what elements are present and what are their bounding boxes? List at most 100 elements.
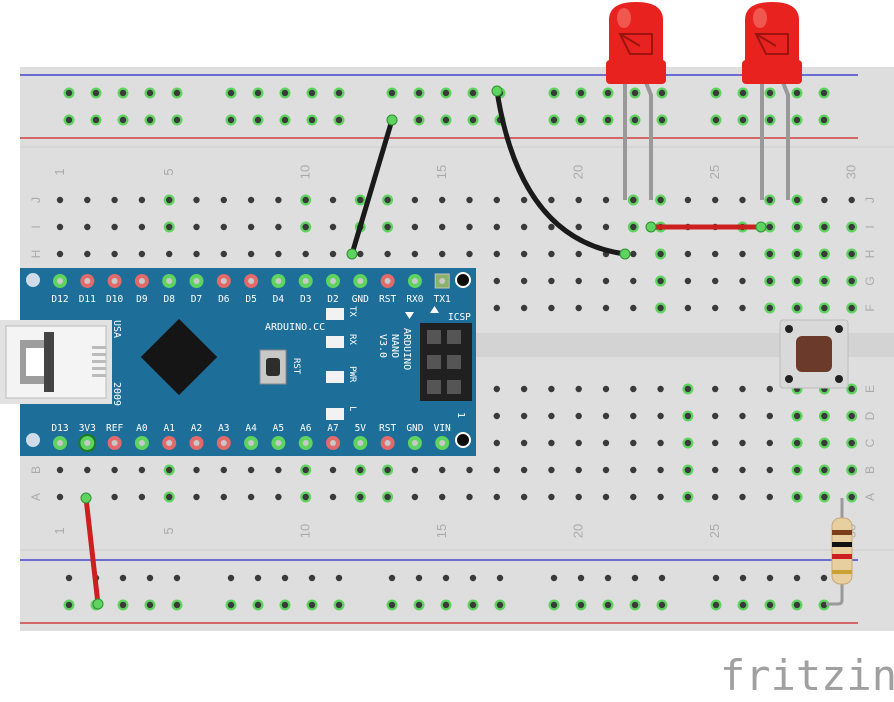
- breadboard-hole: [520, 439, 528, 447]
- breadboard-hole: [247, 493, 255, 501]
- breadboard-hole: [848, 466, 855, 474]
- breadboard-hole: [493, 277, 500, 285]
- rail-hole: [793, 574, 801, 582]
- breadboard-hole: [329, 493, 337, 501]
- nano-pin1-label: 1: [455, 412, 466, 418]
- breadboard-hole: [684, 412, 692, 420]
- rail-hole: [739, 89, 747, 97]
- breadboard-hole: [739, 439, 746, 447]
- breadboard-hole: [630, 277, 637, 285]
- rail-hole: [631, 89, 639, 97]
- rail-hole: [469, 601, 477, 609]
- nano-pin-hole: [248, 278, 255, 284]
- breadboard-hole: [220, 466, 227, 474]
- rail-hole: [227, 116, 235, 124]
- breadboard-hole: [739, 385, 746, 393]
- breadboard-hole: [821, 466, 828, 474]
- breadboard-hole: [384, 250, 391, 258]
- breadboard-hole: [630, 412, 637, 420]
- nano-pin-hole: [275, 278, 282, 284]
- breadboard-hole: [630, 466, 637, 474]
- rail-hole: [415, 574, 423, 582]
- rail-hole: [496, 574, 504, 582]
- nano-bottom-pin-label: A5: [273, 423, 284, 434]
- breadboard-hole: [739, 412, 746, 420]
- led-label-pwr: PWR: [347, 366, 357, 383]
- breadboard-hole: [602, 385, 610, 393]
- breadboard-hole: [684, 304, 692, 312]
- breadboard-hole: [275, 223, 282, 231]
- top-power-rail: [20, 74, 858, 139]
- breadboard-hole: [848, 196, 855, 204]
- breadboard-hole: [193, 466, 200, 474]
- breadboard-hole: [657, 250, 664, 258]
- breadboard-hole: [602, 196, 610, 204]
- breadboard-hole: [111, 223, 118, 231]
- breadboard-hole: [138, 250, 146, 258]
- rail-hole: [173, 116, 181, 124]
- row-letter: B: [29, 466, 43, 474]
- resistor: [826, 498, 853, 606]
- breadboard-hole: [220, 223, 227, 231]
- nano-icsp-label: ICSP: [448, 312, 471, 323]
- nano-bottom-pin-label: A2: [191, 423, 202, 434]
- led-label-rx: RX: [347, 334, 357, 345]
- breadboard-hole: [657, 439, 664, 447]
- wire-end: [645, 221, 657, 233]
- rail-hole: [335, 89, 343, 97]
- usb-connector: [0, 320, 112, 404]
- nano-bottom-pin-label: REF: [106, 423, 123, 434]
- breadboard-hole: [357, 493, 364, 501]
- breadboard-hole: [56, 196, 64, 204]
- column-number: 20: [571, 524, 586, 538]
- breadboard-hole: [848, 439, 855, 447]
- breadboard-hole: [575, 250, 582, 258]
- nano-top-pin-label: D3: [300, 294, 311, 305]
- breadboard-hole: [766, 196, 773, 204]
- nano-bottom-pin-label: A1: [163, 423, 175, 434]
- rail-hole: [496, 601, 504, 609]
- nano-pin-hole: [166, 278, 173, 284]
- rail-hole: [335, 116, 343, 124]
- breadboard-hole: [384, 223, 391, 231]
- breadboard-hole: [138, 493, 146, 501]
- push-button: [779, 319, 849, 389]
- nano-top-pin-label: D8: [163, 294, 175, 305]
- nano-model-line-2: NANO: [389, 334, 400, 358]
- rail-hole: [65, 574, 73, 582]
- rail-hole: [766, 116, 774, 124]
- breadboard-hole: [466, 223, 473, 231]
- row-letter: I: [863, 225, 877, 228]
- breadboard-hole: [166, 250, 173, 258]
- nano-pin-hole: [357, 440, 364, 446]
- rail-hole: [227, 601, 235, 609]
- nano-model-line-3: V3.0: [377, 334, 388, 358]
- rail-hole: [604, 116, 612, 124]
- breadboard-hole: [821, 223, 828, 231]
- breadboard-hole: [111, 250, 118, 258]
- wire-end: [386, 114, 398, 126]
- breadboard-hole: [56, 466, 64, 474]
- breadboard-hole: [739, 304, 746, 312]
- breadboard-hole: [684, 439, 692, 447]
- row-letter: J: [863, 197, 877, 203]
- rail-hole: [227, 89, 235, 97]
- row-letter: H: [863, 250, 877, 259]
- breadboard-hole: [166, 493, 173, 501]
- nano-pin-hole: [248, 440, 255, 446]
- nano-pin-hole: [193, 278, 200, 284]
- breadboard-hole: [56, 250, 64, 258]
- column-number: 30: [844, 165, 859, 179]
- breadboard-hole: [302, 466, 309, 474]
- breadboard-hole: [193, 196, 200, 204]
- breadboard-hole: [384, 466, 391, 474]
- breadboard-hole: [111, 466, 118, 474]
- rail-hole: [173, 601, 181, 609]
- breadboard-hole: [602, 439, 610, 447]
- rail-hole: [577, 574, 585, 582]
- breadboard-hole: [575, 385, 582, 393]
- breadboard-hole: [193, 493, 200, 501]
- rail-hole: [793, 601, 801, 609]
- rail-hole: [631, 574, 639, 582]
- breadboard-hole: [602, 277, 610, 285]
